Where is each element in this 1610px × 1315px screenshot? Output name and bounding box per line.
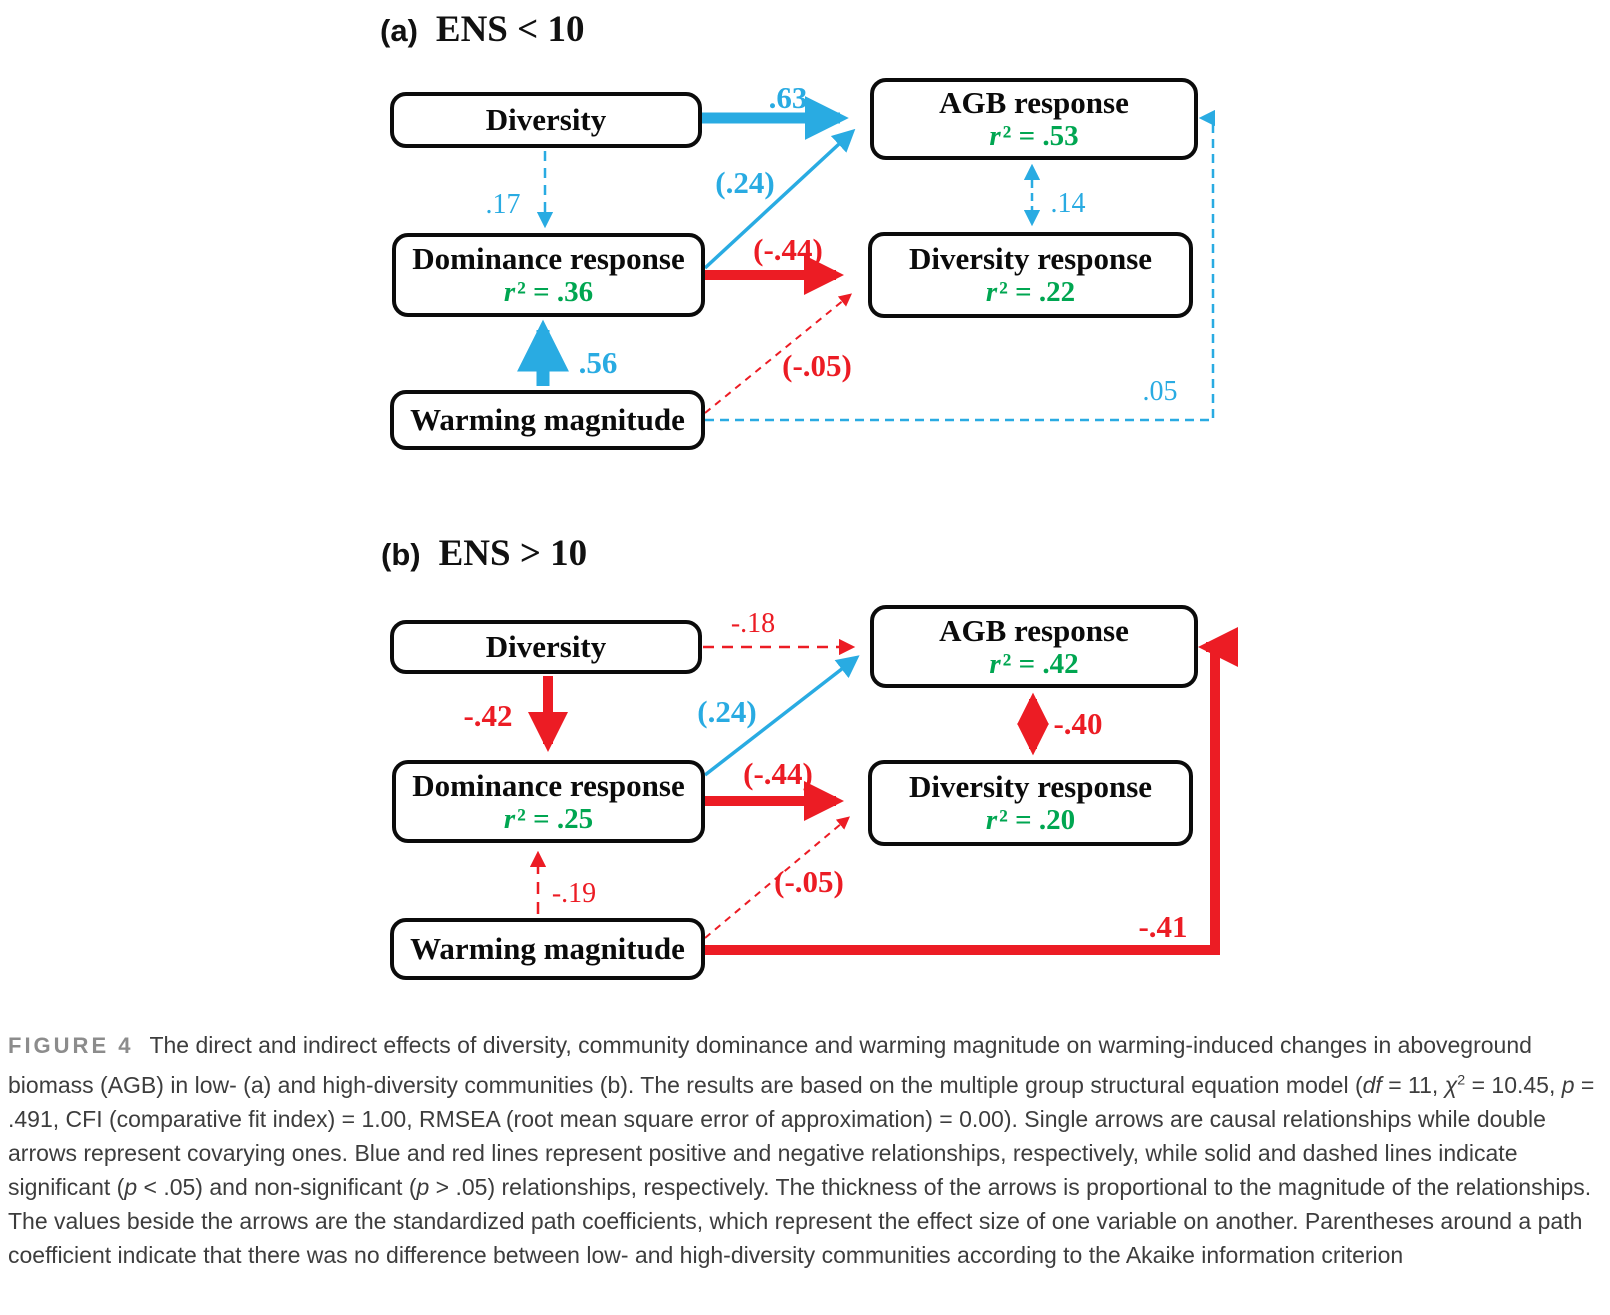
box-a-dominance-response: Dominance response r² = .36 <box>392 233 705 317</box>
box-label: Diversity <box>485 101 607 137</box>
box-a-diversity: Diversity <box>390 92 702 148</box>
box-a-diversity-response: Diversity response r² = .22 <box>868 232 1193 318</box>
box-b-diversity: Diversity <box>390 620 702 674</box>
r2-value: r² = .53 <box>989 120 1079 153</box>
path-diagram-arrows <box>517 96 1238 955</box>
panel-b-arrows <box>528 627 1238 955</box>
box-label: Warming magnitude <box>410 401 685 437</box>
coef-a-dominance-divresp: (-.44) <box>753 232 823 267</box>
box-label: AGB response <box>939 85 1129 121</box>
r2-value: r² = .22 <box>985 276 1076 309</box>
coef-b-diversity-agb: -.18 <box>730 608 776 639</box>
coef-b-diversity-dominance: -.42 <box>463 698 513 733</box>
arrow-b-dominance-to-agb <box>703 655 860 777</box>
coef-b-warming-dominance: -.19 <box>551 878 597 909</box>
arrow-a-warming-to-diversity-response <box>704 293 853 414</box>
box-label: Dominance response <box>412 767 685 803</box>
box-b-agb-response: AGB response r² = .42 <box>870 605 1198 688</box>
coef-a-diversity-dominance: .17 <box>485 189 521 220</box>
panel-b-letter: (b) <box>381 537 421 572</box>
coef-b-warming-divresp: (-.05) <box>774 864 844 899</box>
coef-b-dominance-agb: (.24) <box>697 694 757 729</box>
r2-value: r² = .20 <box>985 804 1076 837</box>
arrow-b-warming-to-diversity-response <box>704 816 850 939</box>
r2-value: r² = .25 <box>503 802 594 835</box>
box-b-warming-magnitude: Warming magnitude <box>390 918 705 980</box>
box-label: Warming magnitude <box>410 930 685 966</box>
coef-a-warming-divresp: (-.05) <box>782 348 852 383</box>
box-b-dominance-response: Dominance response r² = .25 <box>392 760 705 843</box>
coef-a-warming-agb: .05 <box>1142 376 1178 407</box>
box-a-warming-magnitude: Warming magnitude <box>390 390 705 450</box>
panel-a-arrows <box>517 96 1215 422</box>
coef-a-warming-dominance: .56 <box>578 345 618 380</box>
panel-a-letter: (a) <box>380 13 418 48</box>
box-label: Diversity response <box>908 241 1153 277</box>
panel-b-title: (b) ENS > 10 <box>381 532 587 575</box>
panel-a-title: (a) ENS < 10 <box>380 8 584 51</box>
r2-value: r² = .42 <box>989 647 1079 680</box>
coef-b-agb-cov-divresp: -.40 <box>1053 706 1103 741</box>
figure-caption-tag: FIGURE 4 <box>8 1033 134 1058</box>
panel-b-title-text: ENS > 10 <box>438 533 588 574</box>
arrow-a-warming-to-agb <box>705 109 1215 422</box>
box-label: AGB response <box>939 612 1129 648</box>
r2-value: r² = .36 <box>503 276 594 309</box>
panel-a-title-text: ENS < 10 <box>435 9 585 50</box>
coef-a-diversity-agb: .63 <box>768 80 808 115</box>
box-a-agb-response: AGB response r² = .53 <box>870 78 1198 160</box>
arrow-b-warming-to-agb <box>705 627 1238 955</box>
coef-b-dominance-divresp: (-.44) <box>743 756 813 791</box>
coef-a-dominance-agb: (.24) <box>715 165 775 200</box>
arrow-a-dominance-to-agb <box>703 128 856 270</box>
box-label: Diversity response <box>908 769 1153 805</box>
coef-a-agb-cov-divresp: .14 <box>1050 188 1086 219</box>
box-label: Dominance response <box>412 241 685 277</box>
box-label: Diversity <box>485 628 607 664</box>
box-b-diversity-response: Diversity response r² = .20 <box>868 760 1193 846</box>
figure-caption-text: The direct and indirect effects of diver… <box>8 1032 1595 1268</box>
coef-b-warming-agb: -.41 <box>1138 909 1188 944</box>
